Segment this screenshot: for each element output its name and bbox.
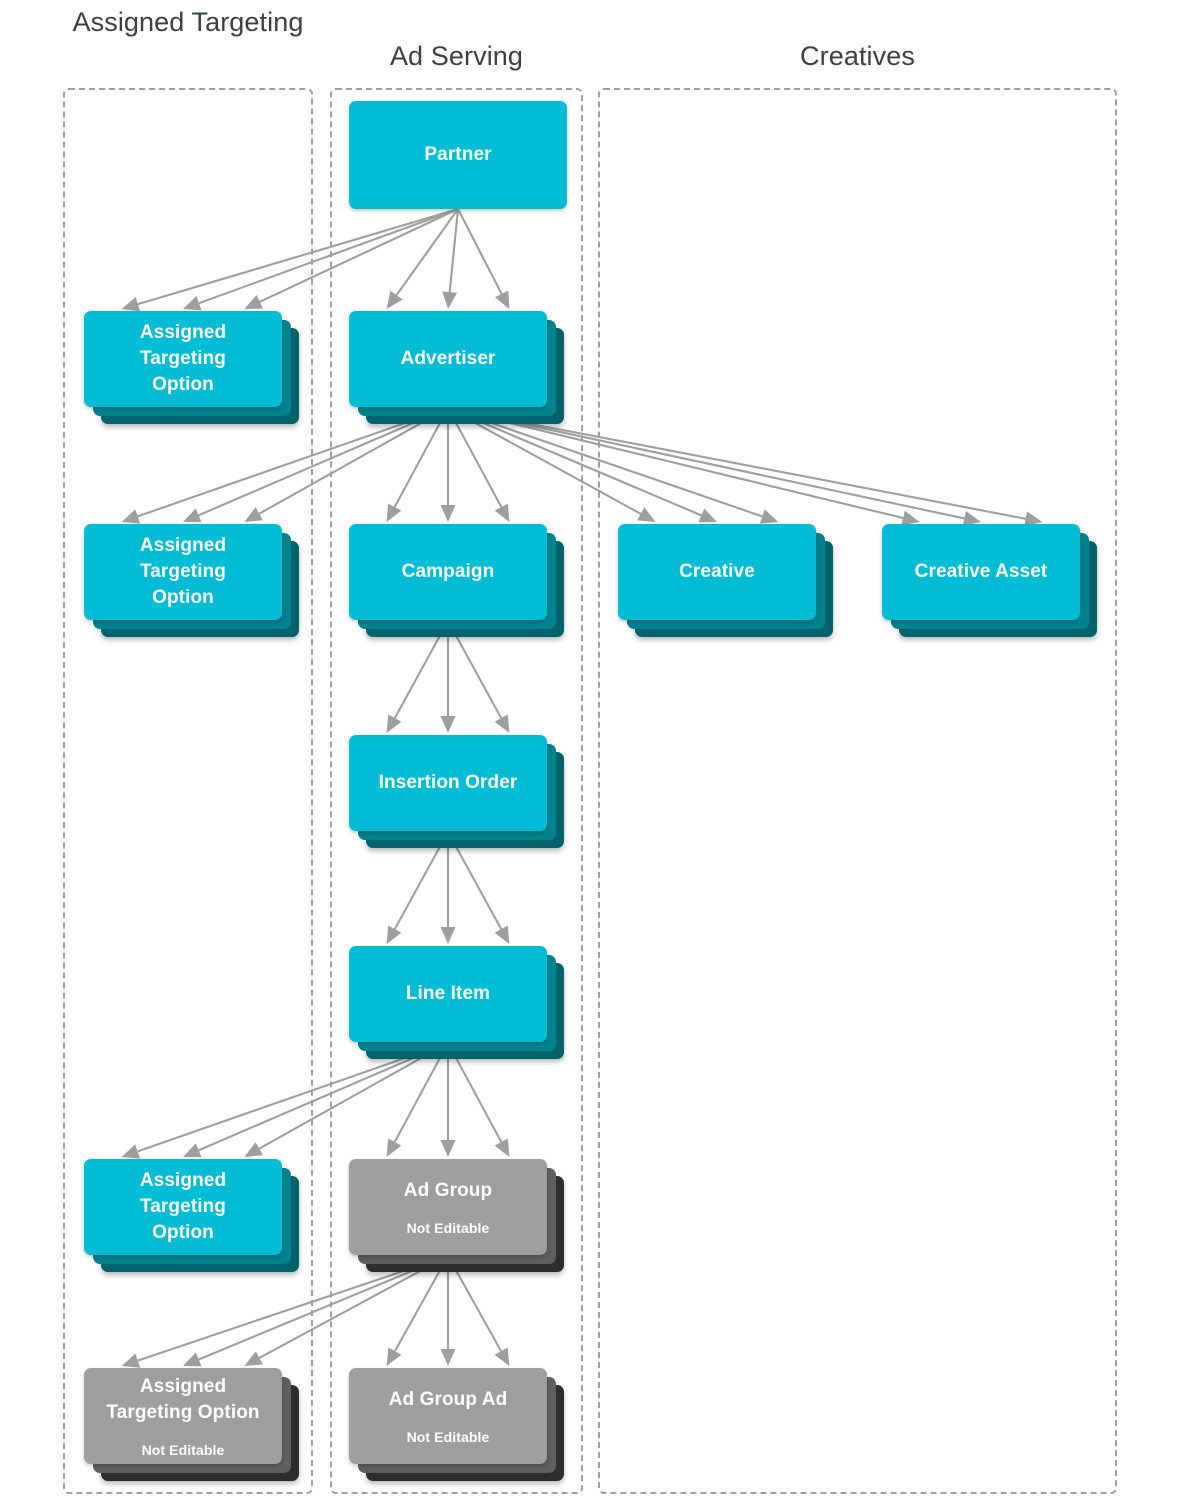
- node-ato-3[interactable]: Assigned Targeting Option: [84, 1159, 299, 1272]
- lane-container-assigned-targeting: [63, 88, 313, 1494]
- node-partner[interactable]: Partner: [349, 101, 567, 209]
- node-label-line-item: Line Item: [405, 983, 491, 1004]
- node-label-campaign: Campaign: [401, 561, 495, 582]
- lane-title-creatives: Creatives: [800, 41, 915, 71]
- node-card-line-item[interactable]: Line Item: [349, 946, 547, 1042]
- node-label-ad-group: Ad Group: [403, 1179, 493, 1201]
- node-label-advertiser: Advertiser: [400, 348, 496, 369]
- lane-title-assigned-targeting: Assigned Targeting: [72, 7, 304, 37]
- node-label-ato-2: Assigned Targeting Option: [139, 535, 227, 608]
- node-label-creative: Creative: [679, 561, 755, 582]
- node-ato-1[interactable]: Assigned Targeting Option: [84, 311, 299, 424]
- node-card-partner[interactable]: Partner: [349, 101, 567, 209]
- node-sublabel-ad-group-ad: Not Editable: [406, 1428, 490, 1445]
- node-card-campaign[interactable]: Campaign: [349, 524, 547, 620]
- node-card-ato-2[interactable]: Assigned Targeting Option: [84, 524, 282, 620]
- node-card-advertiser[interactable]: Advertiser: [349, 311, 547, 407]
- node-ato-2[interactable]: Assigned Targeting Option: [84, 524, 299, 637]
- node-sublabel-ato-4: Not Editable: [141, 1441, 225, 1458]
- node-card-creative-asset[interactable]: Creative Asset: [882, 524, 1080, 620]
- node-card-insertion-order[interactable]: Insertion Order: [349, 735, 547, 831]
- node-card-ato-3[interactable]: Assigned Targeting Option: [84, 1159, 282, 1255]
- node-card-ad-group-ad[interactable]: Ad Group Ad Not Editable: [349, 1368, 547, 1464]
- node-sublabel-ad-group: Not Editable: [406, 1219, 490, 1236]
- node-campaign[interactable]: Campaign: [349, 524, 564, 637]
- node-advertiser[interactable]: Advertiser: [349, 311, 564, 424]
- node-label-ato-4: Assigned Targeting Option: [106, 1375, 260, 1423]
- node-card-ato-1[interactable]: Assigned Targeting Option: [84, 311, 282, 407]
- node-creative[interactable]: Creative: [618, 524, 833, 637]
- node-insertion-order[interactable]: Insertion Order: [349, 735, 564, 848]
- node-creative-asset[interactable]: Creative Asset: [882, 524, 1097, 637]
- node-label-ad-group-ad: Ad Group Ad: [388, 1388, 508, 1410]
- lane-container-ad-serving: [330, 88, 583, 1494]
- node-label-insertion-order: Insertion Order: [378, 772, 518, 793]
- lane-title-ad-serving: Ad Serving: [389, 41, 524, 71]
- node-label-ato-1: Assigned Targeting Option: [139, 322, 227, 395]
- node-card-creative[interactable]: Creative: [618, 524, 816, 620]
- node-ad-group-ad[interactable]: Ad Group Ad Not Editable: [349, 1368, 564, 1481]
- node-label-creative-asset: Creative Asset: [914, 561, 1048, 582]
- lane-container-creatives: [598, 88, 1117, 1494]
- node-line-item[interactable]: Line Item: [349, 946, 564, 1059]
- node-label-ato-3: Assigned Targeting Option: [139, 1170, 227, 1243]
- node-label-partner: Partner: [424, 144, 492, 165]
